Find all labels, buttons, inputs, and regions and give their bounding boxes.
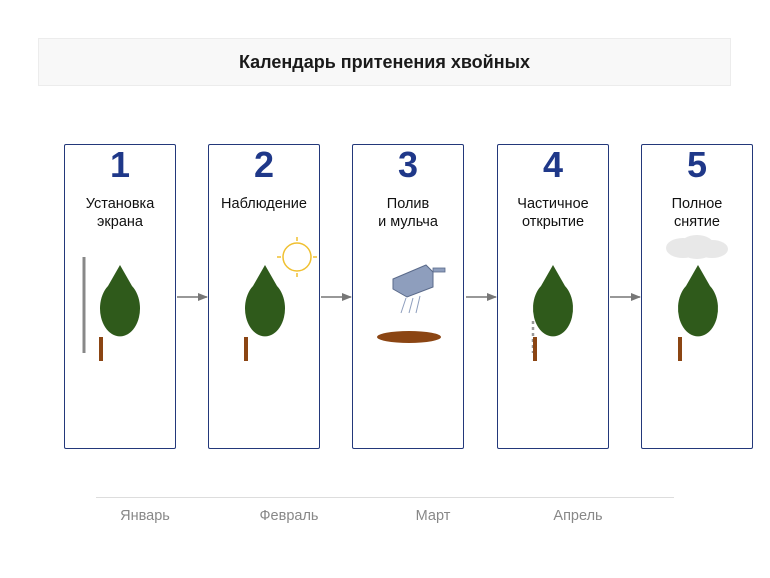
step-card-2: 2 Наблюдение bbox=[208, 144, 320, 449]
step-number: 5 bbox=[686, 144, 708, 185]
month-label-january: Январь bbox=[120, 508, 170, 524]
step-number: 4 bbox=[542, 144, 564, 185]
step-label: Наблюдение bbox=[221, 196, 307, 212]
month-label-march: Март bbox=[415, 508, 451, 524]
timeline-axis bbox=[96, 497, 674, 498]
step-card-1: 1 Установка экрана bbox=[64, 144, 176, 449]
step-number: 3 bbox=[397, 144, 419, 185]
month-label-april: Апрель bbox=[553, 508, 603, 524]
step-card-4: 4 Частичное открытие bbox=[497, 144, 609, 449]
step-number: 2 bbox=[253, 144, 275, 185]
month-label-february: Февраль bbox=[259, 508, 319, 524]
step-label: Полив и мульча bbox=[378, 196, 438, 230]
step-number: 1 bbox=[109, 144, 131, 185]
title-bar: Календарь притенения хвойных bbox=[38, 38, 731, 86]
step-card-5: 5 Полное снятие bbox=[641, 144, 753, 449]
diagram-title: Календарь притенения хвойных bbox=[238, 51, 531, 72]
step-label: Частичное открытие bbox=[517, 196, 589, 230]
step-label: Полное снятие bbox=[671, 196, 723, 230]
step-label: Установка экрана bbox=[85, 196, 155, 230]
step-card-3: 3 Полив и мульча bbox=[352, 144, 464, 449]
